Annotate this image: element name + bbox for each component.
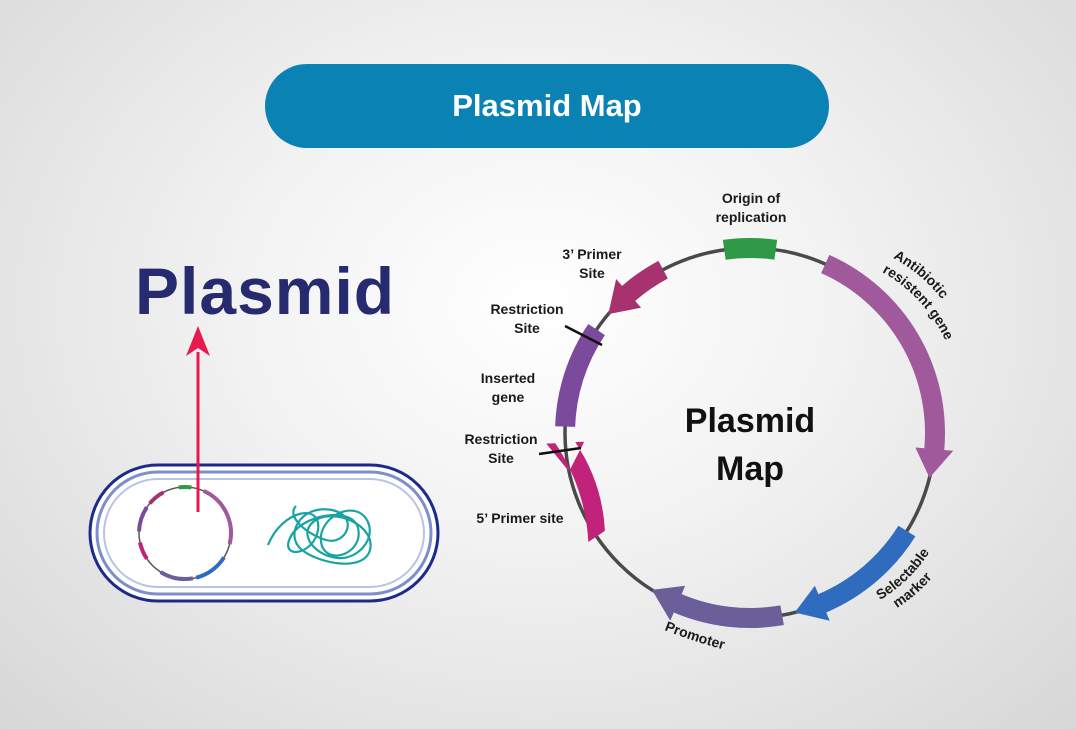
selectable-arrow: [794, 525, 916, 621]
inserted-label-line1: Inserted: [481, 370, 535, 386]
primer3-arrow: [608, 260, 668, 315]
origin-label-line2: replication: [716, 209, 787, 225]
restriction-top-label-line1: Restriction: [490, 301, 563, 317]
center-label-line1: Plasmid: [685, 402, 815, 440]
primer3-label-line1: 3’ Primer: [562, 246, 622, 262]
primer5-label: 5’ Primer site: [476, 510, 563, 526]
mini-antibiotic-segment: [202, 489, 233, 545]
origin-segment: [722, 237, 778, 260]
origin-label-line1: Origin of: [722, 190, 781, 206]
mini-promoter-segment: [159, 570, 194, 581]
mini-selectable-segment: [195, 556, 226, 580]
inserted-label-line2: gene: [492, 389, 525, 405]
restriction-site-top-tick: [564, 324, 603, 347]
restriction-top-label-line2: Site: [514, 320, 540, 336]
mini-plasmid: [137, 485, 233, 581]
restriction-bottom-label-line1: Restriction: [464, 431, 537, 447]
bacterium-cell: [88, 463, 440, 603]
mini-primer5-segment: [138, 542, 149, 560]
title-banner: Plasmid Map: [265, 64, 829, 148]
promoter-arrow: [651, 585, 784, 628]
inserted-segment: [555, 323, 605, 427]
restriction-site-bottom-tick: [538, 446, 582, 456]
mini-inserted-segment: [137, 506, 149, 532]
chromosomal-dna: [266, 505, 372, 565]
restriction-bottom-label-line2: Site: [488, 450, 514, 466]
plasmid-heading: Plasmid: [135, 254, 396, 328]
primer5-arrow: [546, 441, 605, 543]
antibiotic-arrow: [821, 254, 954, 478]
primer3-label-line2: Site: [579, 265, 605, 281]
arrow-up: [186, 326, 210, 512]
mini-primer3-segment: [148, 490, 165, 505]
center-label-line2: Map: [716, 450, 784, 488]
